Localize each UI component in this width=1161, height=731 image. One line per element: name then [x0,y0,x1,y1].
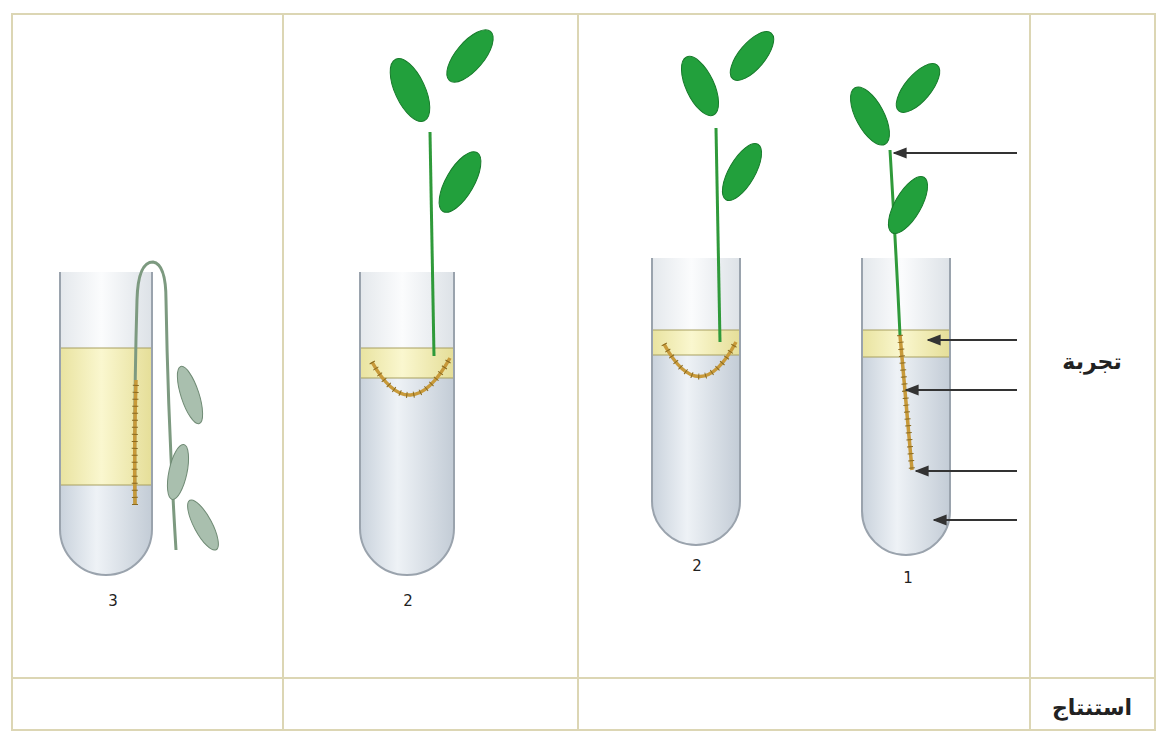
tube-number: 2 [692,558,702,575]
plant [372,22,501,395]
plant [664,25,781,377]
test-tube [862,258,950,555]
test-tube [652,258,740,545]
row-header: استنتاج [1052,696,1132,720]
plant [843,57,948,470]
test-tube [360,272,454,575]
table-grid [12,14,1155,730]
row-header: تجربة [1062,350,1121,374]
wilted-plant [135,262,224,554]
pointer-arrows [894,153,1017,520]
tube-number: 1 [903,570,913,587]
test-tube [60,272,152,575]
tube-number: 2 [403,593,413,610]
tube-number: 3 [108,593,118,610]
